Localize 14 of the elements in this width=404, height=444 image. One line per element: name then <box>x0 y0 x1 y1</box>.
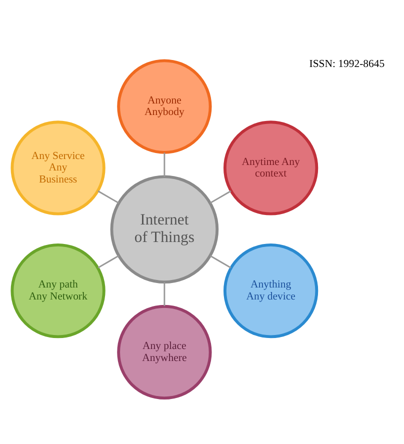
node-circle: Any place Anywhere <box>117 304 212 400</box>
connector <box>210 190 232 204</box>
node-circle: Internet of Things <box>110 174 219 284</box>
label: ISSN: 1992-8645 <box>309 58 385 70</box>
connector <box>98 190 120 204</box>
node-circle: Anything Any device <box>223 242 318 338</box>
node-circle: Any path Any Network <box>10 242 106 338</box>
node-circle: Anyone Anybody <box>117 58 212 154</box>
connector <box>210 254 232 268</box>
node-circle: Any Service Any Business <box>10 120 106 215</box>
connector <box>98 254 120 268</box>
node-circle: Anytime Any context <box>223 120 318 215</box>
connector <box>164 282 166 306</box>
connector <box>164 152 166 176</box>
